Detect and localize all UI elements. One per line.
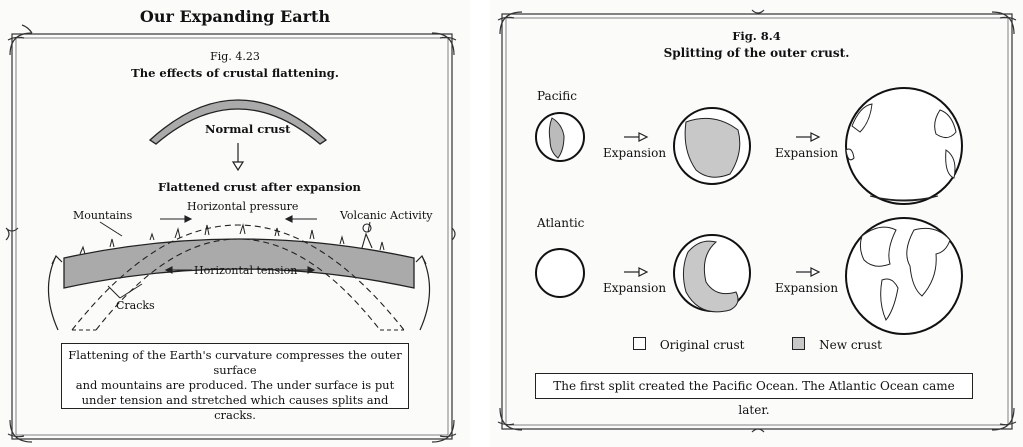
normal-crust-label: Normal crust [205,122,291,136]
legend-original-swatch [633,337,646,350]
pacific-medium-patch [684,117,741,178]
mountains-label: Mountains [73,209,133,222]
figure-title: The effects of crustal flattening. [131,66,339,80]
page-header: Our Expanding Earth [139,7,331,26]
dashed-arc-outer [71,224,405,331]
horizontal-tension-label: Horizontal tension [194,264,298,277]
splitting-diagram [535,87,963,335]
expansion-label: Expansion [603,146,667,160]
tension-arrows-icon [164,266,316,274]
left-page-border [5,24,457,443]
legend-original-label: Original crust [659,338,745,352]
corner-ornament [5,24,457,443]
caption-text: The first split created the Pacific Ocea… [553,379,955,417]
expansion-arrow-icon [624,132,821,277]
pacific-large-continents [845,103,957,202]
corner-ornament [497,9,1017,433]
caption-line: Flattening of the Earth's curvature comp… [68,348,402,377]
figure-number: Fig. 4.23 [210,50,260,63]
normal-crust-arc [148,99,328,145]
pacific-large-globe [845,87,963,205]
right-caption-box: The first split created the Pacific Ocea… [535,373,973,417]
cracks-leader [107,283,143,299]
atlantic-medium-split [682,240,739,313]
crust-diagram [47,99,431,331]
right-curved-arrow-icon [415,254,431,331]
expansion-label: Expansion [775,146,839,160]
atlantic-small-globe [535,248,585,298]
flattened-crust-label: Flattened crust after expansion [158,180,361,194]
right-page-border [497,9,1017,433]
page-gutter [470,0,490,447]
caption-line: and mountains are produced. The under su… [75,378,395,392]
cracks-label: Cracks [116,299,155,312]
legend-new-label: New crust [819,338,882,352]
volcanic-leader [367,221,371,233]
pacific-new-crust-patch [548,117,565,159]
expansion-label: Expansion [603,281,667,295]
left-caption-box: Flattening of the Earth's curvature comp… [61,343,409,422]
down-arrow-icon [231,143,245,172]
volcano-icon [361,223,373,249]
mountains-leader [99,221,123,237]
mountain-peaks [79,223,385,255]
expansion-label: Expansion [775,281,839,295]
pressure-arrows-icon [160,215,317,223]
pacific-label: Pacific [537,89,577,103]
legend-new-swatch [792,337,806,350]
volcanic-activity-label: Volcanic Activity [340,209,433,222]
dashed-arc-inner [95,238,381,331]
atlantic-label: Atlantic [537,216,585,230]
horizontal-pressure-label: Horizontal pressure [187,200,299,213]
right-page: Fig. 8.4 Splitting of the outer crust. P… [490,0,1023,447]
legend: Original crust New crust [633,337,882,352]
flattened-crust-band [63,238,415,289]
caption-line: under tension and stretched which causes… [81,393,389,422]
figure-number: Fig. 8.4 [732,29,781,43]
atlantic-large-continents [859,226,951,321]
left-curved-arrow-icon [47,254,63,331]
left-page: Our Expanding Earth Fig. 4.23 The effect… [0,0,470,447]
figure-title: Splitting of the outer crust. [663,46,850,60]
